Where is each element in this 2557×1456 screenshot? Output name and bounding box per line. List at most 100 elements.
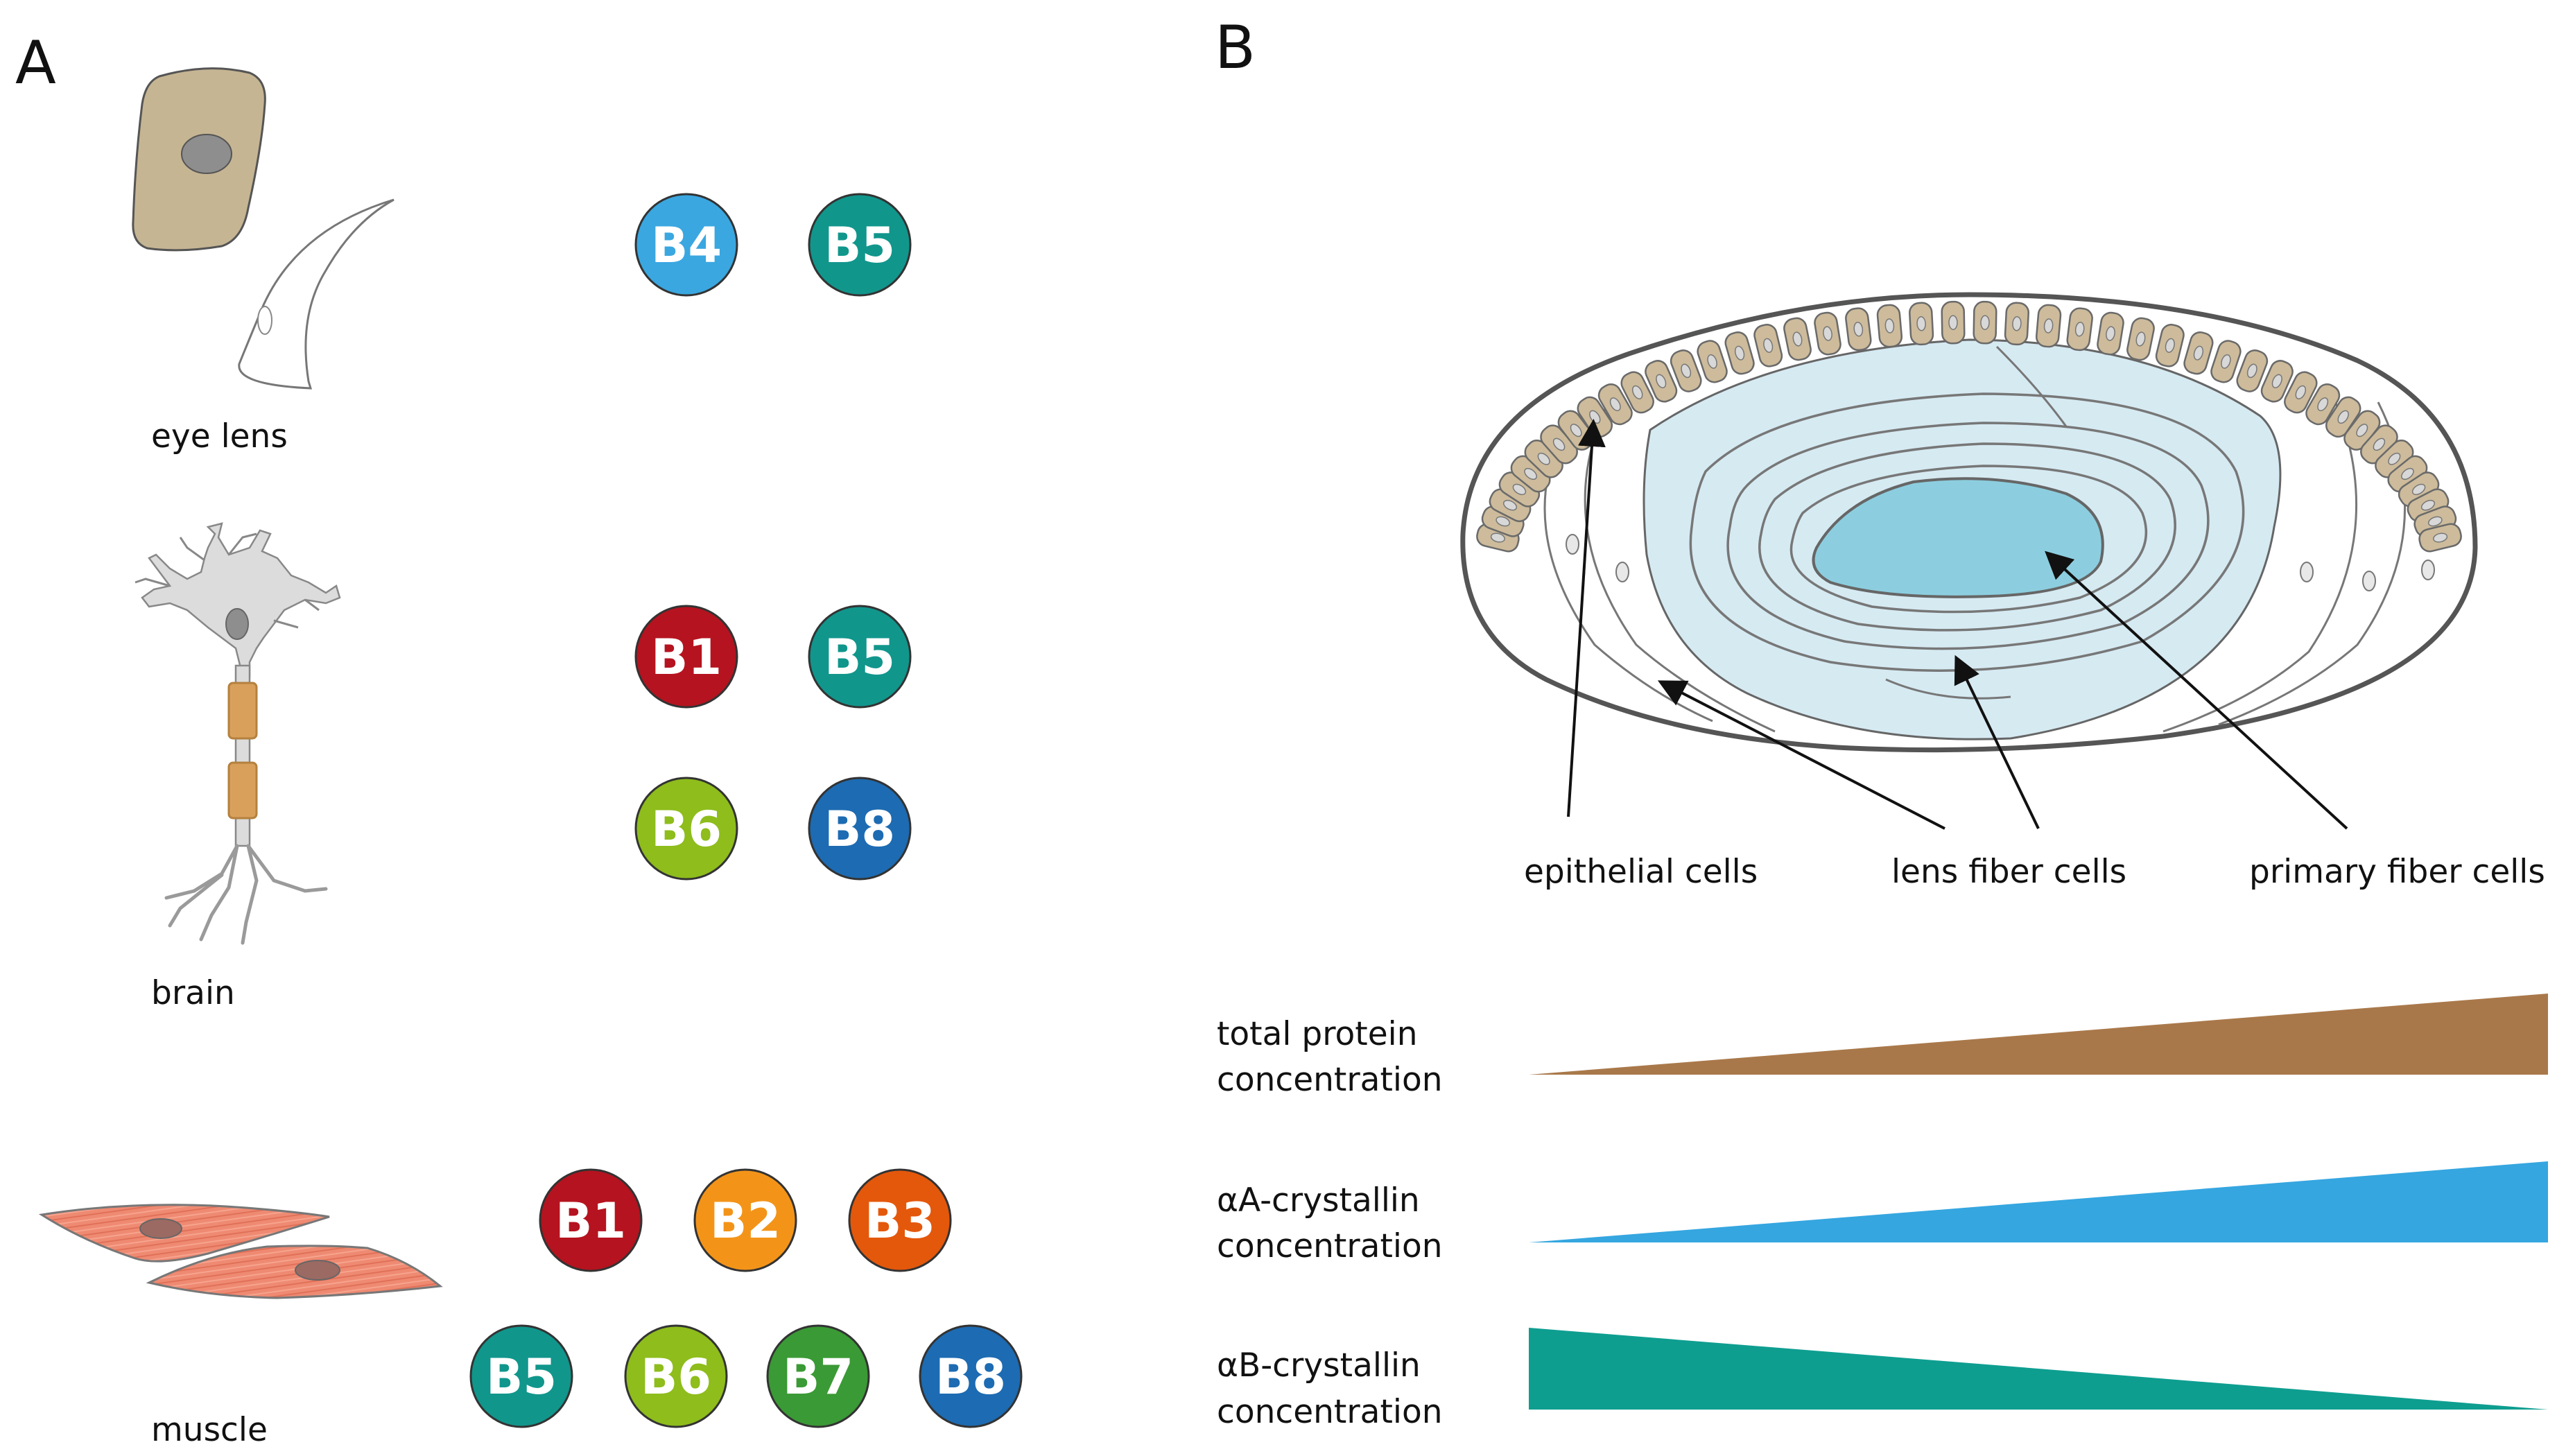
epithelial-cell — [2360, 424, 2398, 465]
annotation-arrows — [1567, 419, 2348, 830]
epithelial-cell — [2004, 302, 2029, 346]
epithelial-cell-nucleus — [2388, 452, 2401, 465]
epithelial-cell-nucleus — [2317, 397, 2329, 412]
epithelial-cell-nucleus — [2135, 331, 2146, 347]
badge-circle — [848, 1168, 952, 1272]
panel-label-b: B — [1215, 13, 1256, 83]
badge-label: B8 — [824, 801, 895, 858]
badge-circle — [634, 193, 738, 297]
epithelial-cell-nucleus — [1552, 437, 1566, 451]
badge-b7: B7 — [766, 1324, 870, 1428]
epithelial-cell-nucleus — [1656, 374, 1667, 389]
cell-nucleus-dot — [2300, 562, 2314, 582]
badge-circle — [634, 777, 738, 881]
epithelial-cell — [1645, 360, 1678, 403]
badge-label: B1 — [651, 629, 722, 686]
gradient-total-protein: total protein concentration — [1217, 994, 2548, 1099]
epithelial-cell-nucleus — [1734, 345, 1745, 361]
epithelial-cell — [1620, 371, 1654, 414]
gradient-label-line2: concentration — [1217, 1061, 1443, 1099]
epithelial-cell-nucleus — [2433, 532, 2448, 543]
epithelial-cell-nucleus — [2246, 363, 2257, 379]
tissue-label-brain: brain — [151, 974, 235, 1012]
epithelial-cell — [1845, 307, 1872, 352]
epithelial-cell — [2066, 307, 2093, 352]
gradient-wedge — [1529, 1161, 2548, 1242]
neuron-nucleus-icon — [225, 608, 249, 640]
gradient-alpha-a-crystallin: αA-crystallin concentration — [1217, 1161, 2548, 1265]
badge-label: B8 — [935, 1349, 1006, 1405]
epithelial-nucleus-icon — [181, 134, 232, 174]
epithelial-cell-nucleus — [1853, 322, 1864, 337]
epithelial-cell — [2183, 331, 2214, 375]
epithelial-cell — [2325, 396, 2361, 438]
badge-label: B5 — [486, 1349, 557, 1405]
fiber-layer — [1758, 442, 2176, 632]
gradient-label-line1: αB-crystallin — [1217, 1346, 1421, 1385]
epithelial-cell-nucleus — [2400, 467, 2414, 480]
epithelial-cell — [2398, 471, 2440, 508]
badge-b5: B5 — [808, 193, 912, 297]
epithelial-cell — [1510, 455, 1551, 493]
gradient-alpha-b-crystallin: αB-crystallin concentration — [1217, 1328, 2548, 1431]
gradient-label-line2: concentration — [1217, 1227, 1443, 1265]
cell-nucleus-dot — [2362, 571, 2376, 591]
badge-label: B2 — [710, 1193, 781, 1249]
epithelial-cell-nucleus — [1707, 354, 1717, 369]
epithelial-cell-nucleus — [2420, 499, 2436, 511]
epithelial-cell-nucleus — [2271, 374, 2282, 389]
epithelial-cell — [2097, 311, 2124, 356]
epithelial-cell-nucleus — [2411, 483, 2426, 496]
badge-label: B7 — [783, 1349, 853, 1405]
epithelial-cell — [1941, 300, 1966, 345]
muscle-cell-icon — [146, 1245, 443, 1299]
badge-b4: B4 — [634, 193, 738, 297]
badge-b8: B8 — [919, 1324, 1023, 1428]
epithelial-cell-nucleus — [2427, 516, 2443, 527]
epithelial-cell — [2210, 340, 2242, 383]
epithelial-layer — [1476, 300, 2462, 553]
epithelial-cell-nucleus — [1980, 315, 1990, 330]
label-epithelial-cells: epithelial cells — [1524, 853, 1758, 891]
badge-circle — [808, 777, 912, 881]
epithelial-cell-nucleus — [2221, 354, 2231, 369]
lens-nucleus — [1812, 477, 2104, 598]
badge-label: B3 — [865, 1193, 935, 1249]
epithelial-cell — [1724, 331, 1755, 375]
epithelial-cell-nucleus — [1884, 318, 1895, 333]
badge-circle — [634, 605, 738, 709]
badge-label: B6 — [651, 801, 722, 858]
badge-label: B4 — [651, 217, 722, 274]
fiber-cell-icon — [238, 198, 395, 390]
cell-nucleus-dot — [1615, 562, 1629, 582]
muscle-nucleus-icon — [295, 1260, 340, 1281]
epithelial-cell-nucleus — [1609, 397, 1621, 412]
epithelial-cell-nucleus — [1496, 516, 1511, 527]
muscle-cell-icon — [38, 1204, 330, 1263]
fiber-layer — [1995, 345, 2068, 427]
epithelial-cell-nucleus — [1916, 316, 1926, 331]
epithelial-cell — [2260, 360, 2294, 403]
badge-circle — [766, 1324, 870, 1428]
epithelial-cell — [1524, 440, 1563, 478]
epithelial-cell-nucleus — [1792, 331, 1803, 347]
badge-b2: B2 — [693, 1168, 797, 1272]
epithelial-cell — [1909, 302, 1934, 346]
fiber-layer — [1726, 422, 2210, 650]
epithelial-cell — [1814, 311, 1841, 356]
panel-label-a: A — [15, 28, 56, 98]
epithelial-cell — [2035, 304, 2062, 348]
fiber-nucleus-icon — [257, 306, 272, 335]
badge-circle — [624, 1324, 728, 1428]
epithelial-cell — [1783, 317, 1812, 361]
cell-nucleus-dot — [1566, 534, 1579, 555]
badge-b3: B3 — [848, 1168, 952, 1272]
epithelial-cell-nucleus — [2106, 326, 2115, 341]
gradient-wedge — [1529, 994, 2548, 1075]
gradient-wedge — [1529, 1328, 2548, 1410]
epithelial-cell — [2418, 523, 2462, 553]
epithelial-cell — [1489, 488, 1532, 523]
badge-b6: B6 — [634, 777, 738, 881]
epithelial-cell-nucleus — [2356, 424, 2368, 437]
badge-label: B1 — [555, 1193, 626, 1249]
